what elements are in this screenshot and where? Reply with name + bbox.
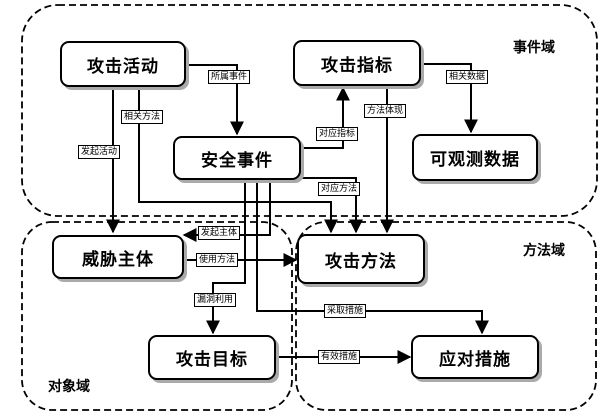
node-security-event: 安全事件: [173, 136, 301, 180]
node-attack-indicator: 攻击指标: [293, 40, 421, 86]
edge-label-corresponding-method: 对应方法: [318, 182, 361, 196]
edge-label-take-measure: 采取措施: [324, 304, 367, 318]
edge-related-data: [420, 63, 478, 134]
edge-label-belongs-event: 所属事件: [208, 70, 251, 84]
object-domain-label: 对象域: [48, 379, 90, 395]
edge-label-initiator: 发起主体: [198, 226, 241, 240]
node-response-measure: 应对措施: [411, 335, 539, 379]
node-attack-method: 攻击方法: [297, 234, 425, 284]
node-attack-activity: 攻击活动: [60, 41, 186, 87]
edge-take-measure: [256, 180, 489, 335]
edge-label-related-data: 相关数据: [446, 70, 489, 84]
edge-belongs-event: [185, 64, 244, 136]
edge-corresponding-method: [300, 177, 363, 234]
edge-label-initiate-activity: 发起活动: [78, 145, 121, 159]
node-threat-actor: 威胁主体: [52, 235, 184, 279]
node-observable-data: 可观测数据: [412, 134, 538, 181]
edge-label-effective-measure: 有效措施: [318, 350, 361, 364]
edge-label-exploit-vuln: 漏洞利用: [194, 293, 237, 307]
event-domain-label: 事件域: [513, 40, 555, 56]
edge-exploit-vuln: [206, 180, 246, 335]
edge-label-related-method: 相关方法: [121, 110, 164, 124]
edge-label-method-reflect: 方法体现: [364, 104, 407, 118]
object-domain-region: [21, 221, 293, 411]
edge-label-corresponding-indicator: 对应指标: [316, 127, 359, 141]
edge-label-use-method: 使用方法: [196, 253, 239, 267]
node-attack-target: 攻击目标: [148, 335, 276, 380]
edge-related-method: [138, 86, 338, 234]
method-domain-label: 方法域: [523, 243, 565, 259]
edge-corresponding-indicator: [300, 86, 350, 149]
event-domain-region: [21, 4, 598, 217]
